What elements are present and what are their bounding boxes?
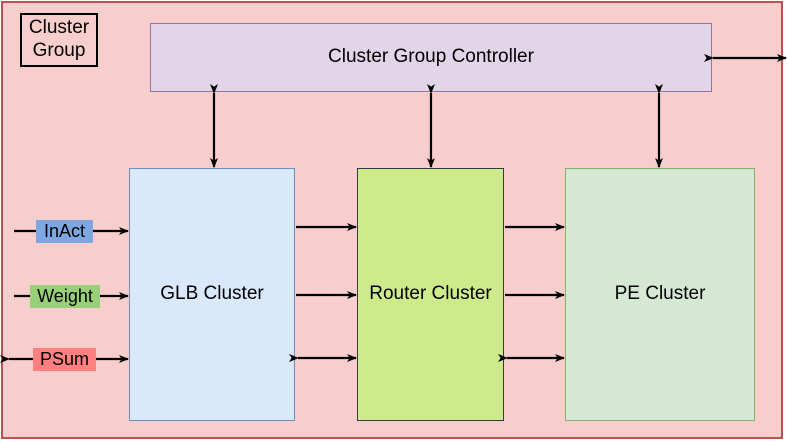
- block-glb-cluster[interactable]: GLB Cluster: [129, 168, 295, 421]
- block-router-cluster[interactable]: Router Cluster: [357, 168, 504, 421]
- block-label-pe-cluster: PE Cluster: [614, 283, 706, 305]
- signal-text-psum: PSum: [39, 349, 90, 369]
- signal-text-weight: Weight: [37, 286, 93, 306]
- signal-label-psum: PSum: [33, 348, 96, 371]
- block-label-controller: Cluster Group Controller: [328, 46, 534, 68]
- block-cluster-group-controller[interactable]: Cluster Group Controller: [150, 23, 712, 92]
- cluster-group-tag-line1: Cluster: [28, 17, 90, 39]
- cluster-group-tag: Cluster Group: [20, 13, 98, 67]
- block-label-router-cluster: Router Cluster: [369, 283, 492, 305]
- block-label-glb-cluster: GLB Cluster: [160, 283, 264, 305]
- block-pe-cluster[interactable]: PE Cluster: [565, 168, 755, 421]
- signal-label-weight: Weight: [30, 285, 100, 308]
- signal-label-inact: InAct: [36, 220, 93, 243]
- cluster-group-tag-line2: Group: [32, 40, 86, 61]
- signal-text-inact: InAct: [43, 221, 86, 241]
